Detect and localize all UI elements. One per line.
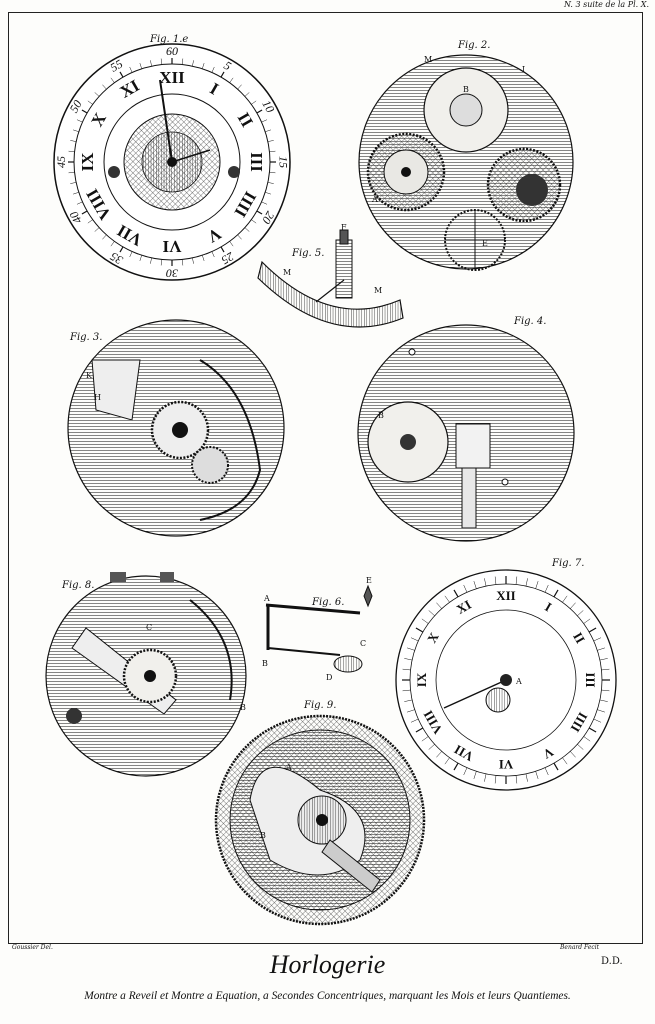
- fig6-letter-a: A: [263, 594, 270, 603]
- fig1-winding-hole-right: [228, 166, 240, 178]
- fig9-letter-a: A: [285, 763, 292, 772]
- fig7-label: Fig. 7.: [551, 558, 584, 569]
- fig8-letter-b: B: [240, 703, 246, 712]
- fig3-bridge: [91, 359, 141, 421]
- engraver-credit-left: Goussier Del.: [12, 944, 53, 951]
- fig2-letter-e: E: [482, 239, 488, 248]
- fig2-letter-b: B: [463, 85, 469, 94]
- fig2-letter-i: I: [522, 65, 525, 74]
- fig1-roman-6: VI: [162, 237, 181, 256]
- fig1-center-arbor: [167, 157, 177, 167]
- fig1-roman-0: XII: [159, 68, 185, 87]
- fig5-part: Fig. 5. F M M: [257, 223, 404, 328]
- fig1-roman-3: III: [247, 152, 266, 172]
- fig6-part: Fig. 6. A E B C D: [262, 576, 373, 682]
- fig1-minute-3: 15: [276, 156, 290, 168]
- fig7-roman-3: III: [583, 672, 598, 687]
- fig1-hour-hand: [159, 79, 173, 163]
- fig4-label: Fig. 4.: [513, 316, 546, 327]
- fig2-letter-a: A: [371, 195, 378, 204]
- fig7-sun-face: [485, 687, 511, 713]
- fig7-ticks: [402, 576, 610, 784]
- fig3-letter-k: K: [86, 371, 93, 380]
- fig3-label: Fig. 3.: [69, 332, 102, 343]
- fig6-letter-e: E: [366, 576, 372, 585]
- fig9-label: Fig. 9.: [303, 700, 336, 711]
- fig2-movement: Fig. 2. M B I A E: [358, 40, 574, 271]
- fig4-cock: [455, 423, 491, 469]
- fig1-label: Fig. 1.e: [149, 34, 188, 45]
- fig2-letter-m: M: [424, 55, 432, 64]
- plate-corner-note: N. 3 suite de la Pl. X.: [563, 0, 649, 9]
- fig7-roman-0: XII: [496, 588, 516, 603]
- fig8-letter-c: C: [146, 623, 152, 632]
- plate-subtitle: Montre a Reveil et Montre a Equation, a …: [84, 990, 571, 1002]
- fig7-roman-1: I: [542, 599, 554, 615]
- fig5-letter-m2: M: [374, 286, 382, 295]
- fig3-letter-h: H: [94, 393, 101, 402]
- fig1-minute-9: 45: [54, 156, 68, 168]
- fig8-movement: Fig. 8. B C: [45, 572, 247, 777]
- fig6-letter-d: D: [326, 673, 332, 682]
- fig8-label: Fig. 8.: [61, 580, 94, 591]
- engraver-credit-right: Benard Fecit: [560, 944, 600, 951]
- fig2-label: Fig. 2.: [457, 40, 490, 51]
- fig5-letter-f: F: [341, 223, 347, 232]
- plate-title: Horlogerie: [269, 950, 386, 979]
- fig6-letter-c: C: [360, 639, 366, 648]
- fig7-hand: [443, 679, 507, 709]
- fig1-minute-6: 30: [166, 266, 179, 280]
- fig9-letter-b: B: [260, 831, 266, 840]
- fig7-letter-a: A: [515, 677, 522, 686]
- fig6-letter-b: B: [262, 659, 268, 668]
- fig4-letter-b: B: [378, 411, 384, 420]
- fig7-roman-11: XI: [454, 597, 474, 617]
- fig1-minute-0: 60: [166, 44, 178, 58]
- fig5-letter-m1: M: [283, 268, 291, 277]
- fig3-movement: Fig. 3. K H: [67, 319, 285, 537]
- fig1-roman-9: IX: [78, 152, 97, 172]
- fig7-roman-6: VI: [499, 757, 513, 772]
- fig6-label: Fig. 6.: [311, 597, 344, 608]
- fig1-winding-hole-left: [108, 166, 120, 178]
- plate-id: D.D.: [601, 956, 623, 967]
- plate-border: [8, 12, 643, 944]
- fig5-label: Fig. 5.: [291, 248, 324, 259]
- fig1-alarm-hand: [171, 149, 211, 163]
- fig1-minute-ticks: [68, 58, 276, 266]
- fig1-minute-7: 35: [108, 249, 126, 268]
- fig7-roman-9: IX: [414, 672, 429, 687]
- fig9-movement: Fig. 9. A B: [214, 700, 426, 926]
- fig4-movement: Fig. 4. B: [357, 316, 575, 542]
